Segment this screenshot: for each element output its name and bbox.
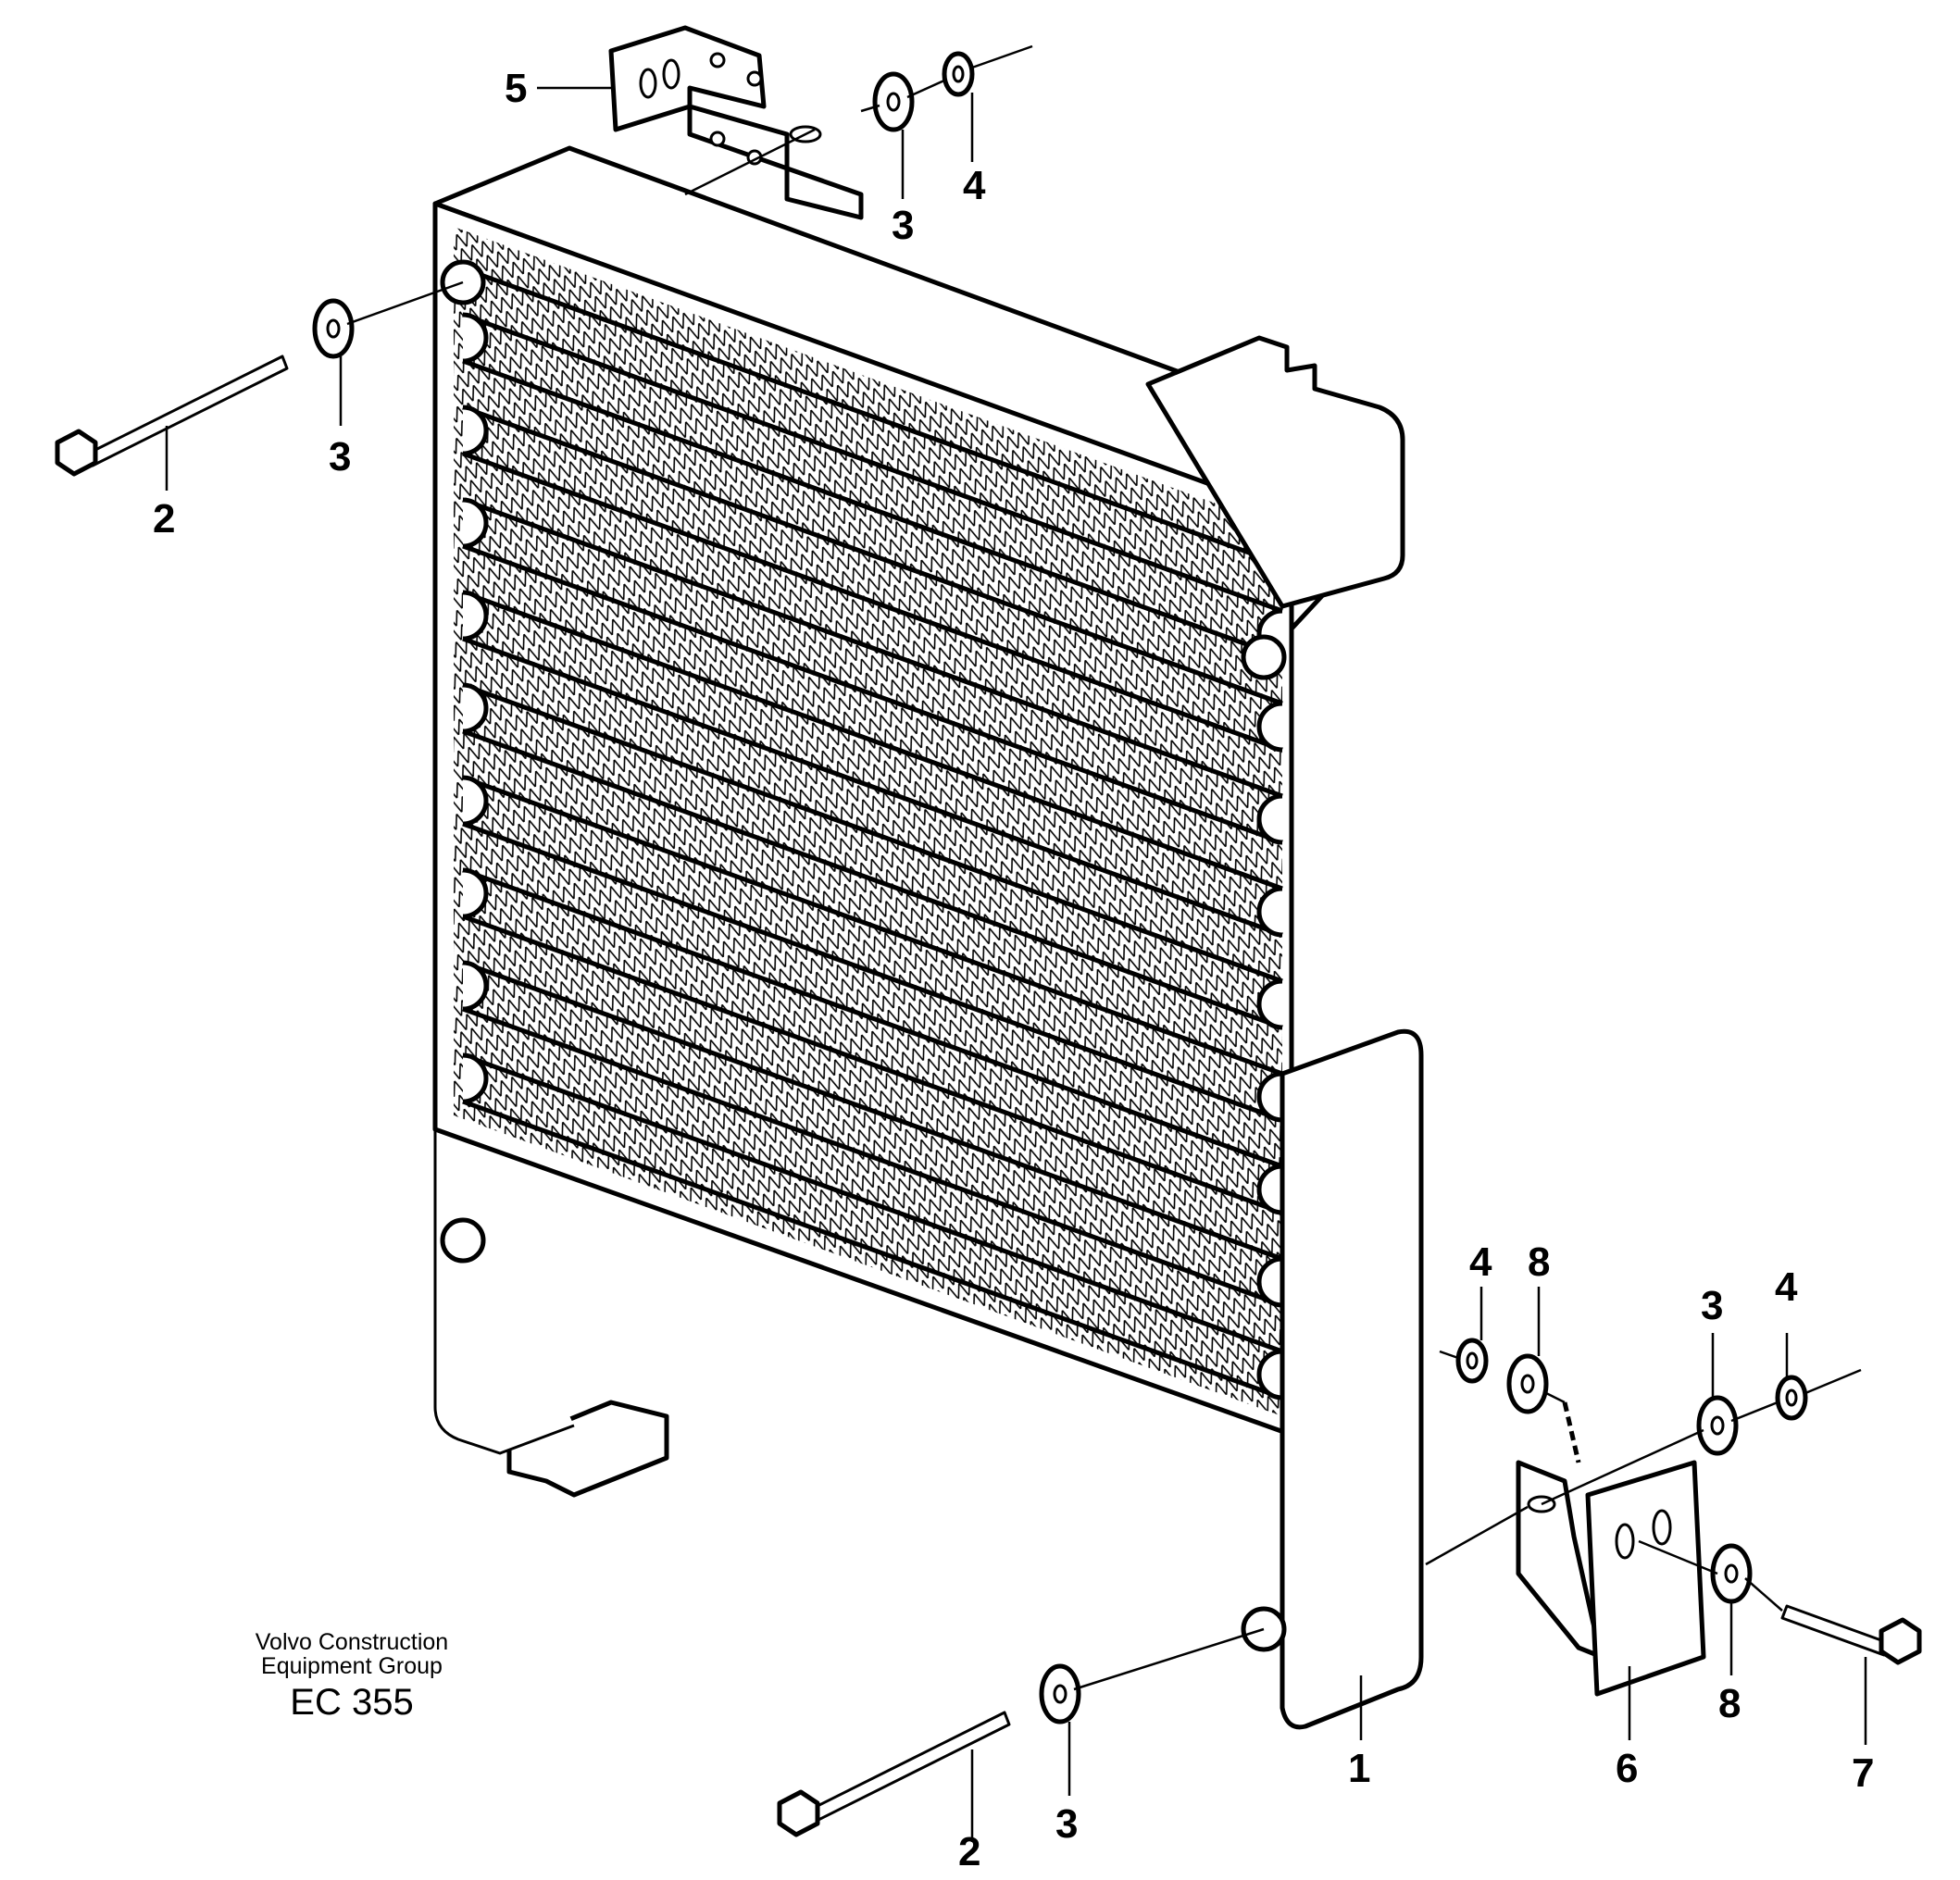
washer-right-upper: [1696, 1395, 1739, 1456]
upper-bracket-hole: [746, 70, 763, 87]
caption-line-2: Equipment Group: [261, 1653, 443, 1679]
callout-3-bottom: 3: [1055, 1801, 1078, 1847]
condenser-lower-end-tank: [1280, 1028, 1424, 1730]
condenser-upper-connector: [1145, 335, 1405, 609]
callout-1: 1: [1348, 1746, 1370, 1791]
condenser-mount-boss-right: [1241, 634, 1287, 680]
callout-3-right: 3: [1701, 1283, 1723, 1328]
condenser-tube-passes: [462, 266, 1283, 1401]
callout-2-bottom: 2: [958, 1829, 980, 1874]
washer-upper-left: [312, 298, 355, 359]
condenser-lower-connector: [506, 1400, 669, 1498]
upper-bracket: [608, 25, 864, 220]
nut-top: [942, 51, 975, 97]
upper-bracket-hole: [709, 52, 726, 68]
bolt-upper-left: [55, 355, 289, 477]
caption-code: EC 355: [290, 1682, 413, 1723]
caption-line-1: Volvo Construction: [256, 1629, 448, 1655]
callout-7: 7: [1852, 1750, 1874, 1796]
nut-right-upper: [1775, 1375, 1808, 1421]
bolt-lower-center: [777, 1711, 1011, 1837]
callout-4-right: 4: [1775, 1264, 1798, 1310]
callout-6: 6: [1616, 1746, 1638, 1791]
callout-5: 5: [505, 66, 527, 111]
condenser-assembly: [432, 145, 1424, 1730]
callout-2-left: 2: [153, 496, 175, 542]
nut-right-left: [1455, 1338, 1489, 1384]
washer-right-left: [1506, 1353, 1549, 1414]
washer-lower-center: [1039, 1663, 1081, 1724]
upper-bracket-hole: [709, 131, 726, 147]
bolt-lower-right: [1780, 1604, 1922, 1665]
lower-bracket-slot: [1615, 1523, 1635, 1560]
leader-lines: [165, 86, 1867, 1842]
washer-right-lower: [1710, 1543, 1753, 1604]
condenser-left-frame: [433, 1129, 575, 1455]
assembly-lines: [346, 44, 1862, 1691]
condenser-right-bends: [1256, 608, 1283, 1401]
condenser-mount-boss-bottom-left: [440, 1217, 486, 1264]
callout-4-right-left: 4: [1469, 1239, 1492, 1285]
condenser-left-bends: [462, 312, 489, 1104]
callout-3-top: 3: [892, 203, 914, 248]
hidden-line: [1562, 1401, 1581, 1463]
lower-bracket-face: [1585, 1460, 1706, 1697]
callout-3-left: 3: [329, 434, 351, 479]
callout-8-right-upper: 8: [1528, 1239, 1550, 1285]
upper-bracket-slot: [639, 68, 657, 99]
lower-bracket-slot: [1652, 1509, 1672, 1546]
washer-top: [872, 71, 915, 132]
callout-4-top: 4: [963, 163, 986, 208]
lower-bracket: [1516, 1460, 1706, 1697]
upper-bracket-slot: [662, 58, 680, 90]
callout-8-right-lower: 8: [1718, 1681, 1741, 1726]
